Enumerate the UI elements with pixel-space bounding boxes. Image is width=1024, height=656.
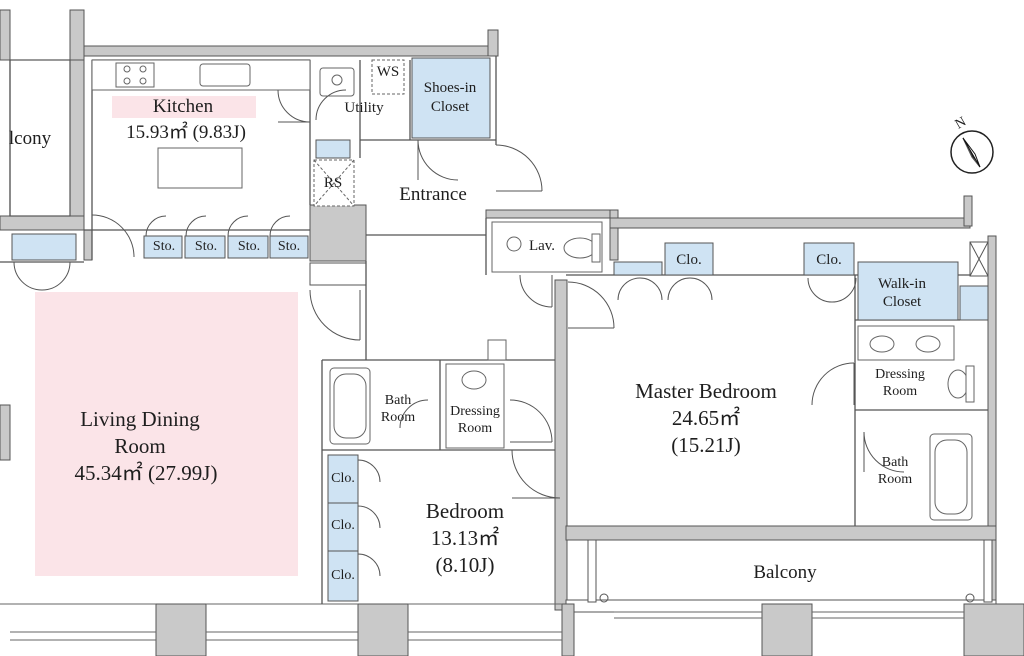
bath-small-label-2: Room [380,410,416,425]
storage-1-label: Sto. [152,239,176,254]
balcony-posts [599,593,975,603]
kitchen-area: 15.93㎡ (9.83J) [126,122,246,143]
bedroom-name: Bedroom [425,499,505,523]
living-name-2: Room [114,434,166,458]
lav-fixture [491,221,603,273]
closet-bed-2-label: Clo. [331,518,355,533]
master-bedroom-jo: (15.21J) [671,433,741,457]
living-highlight [35,292,298,576]
balcony-bottom-label: Balcony [753,562,817,583]
living-name-1: Living Dining [80,407,200,431]
windows [0,603,964,641]
living-area: 45.34㎡ (27.99J) [74,461,218,485]
master-bedroom-name: Master Bedroom [635,379,777,403]
bedroom-area: 13.13㎡ [430,526,500,550]
walls [0,9,1024,656]
entrance-label: Entrance [399,184,467,205]
bedroom-jo: (8.10J) [435,553,495,577]
left-balcony [9,59,71,217]
walkin-closet-label-1: Walk-in [878,276,926,292]
doors [13,89,905,577]
kitchen-label-highlight [112,96,256,118]
north-arrow-icon [950,130,994,174]
dressing-master-label-2: Room [882,384,918,399]
closet-bed-1-label: Clo. [331,471,355,486]
closet-mid-label: Clo. [676,252,702,268]
bath-master-label-2: Room [877,472,913,487]
dressing-small-label-2: Room [457,421,493,436]
bath-master-label-1: Bath [881,455,909,470]
left-balcony-label: lcony [8,128,52,149]
ws-label: WS [376,64,400,80]
kitchen-counter [91,59,405,207]
storage-2-label: Sto. [194,239,218,254]
closets [11,57,989,602]
master-bath-fixtures [857,325,975,521]
dressing-small-label-1: Dressing [450,404,500,419]
duct-box [969,241,989,277]
shoes-closet-label-1: Shoes-in [423,80,477,96]
storage-3-label: Sto. [237,239,261,254]
closet-master-label: Clo. [816,252,842,268]
bath-small-label-1: Bath [384,393,412,408]
walkin-closet-label-2: Closet [882,294,922,310]
rs-label: RS [323,175,343,191]
dressing-master-label-1: Dressing [875,367,925,382]
lav-label: Lav. [528,238,556,254]
shoes-closet-label-2: Closet [430,99,470,115]
utility-label: Utility [344,100,384,116]
kitchen-name: Kitchen [152,96,214,117]
small-bathroom-fixtures [329,339,507,449]
storage-4-label: Sto. [277,239,301,254]
closet-bed-3-label: Clo. [331,568,355,583]
master-bedroom-area: 24.65㎡ [671,406,741,430]
